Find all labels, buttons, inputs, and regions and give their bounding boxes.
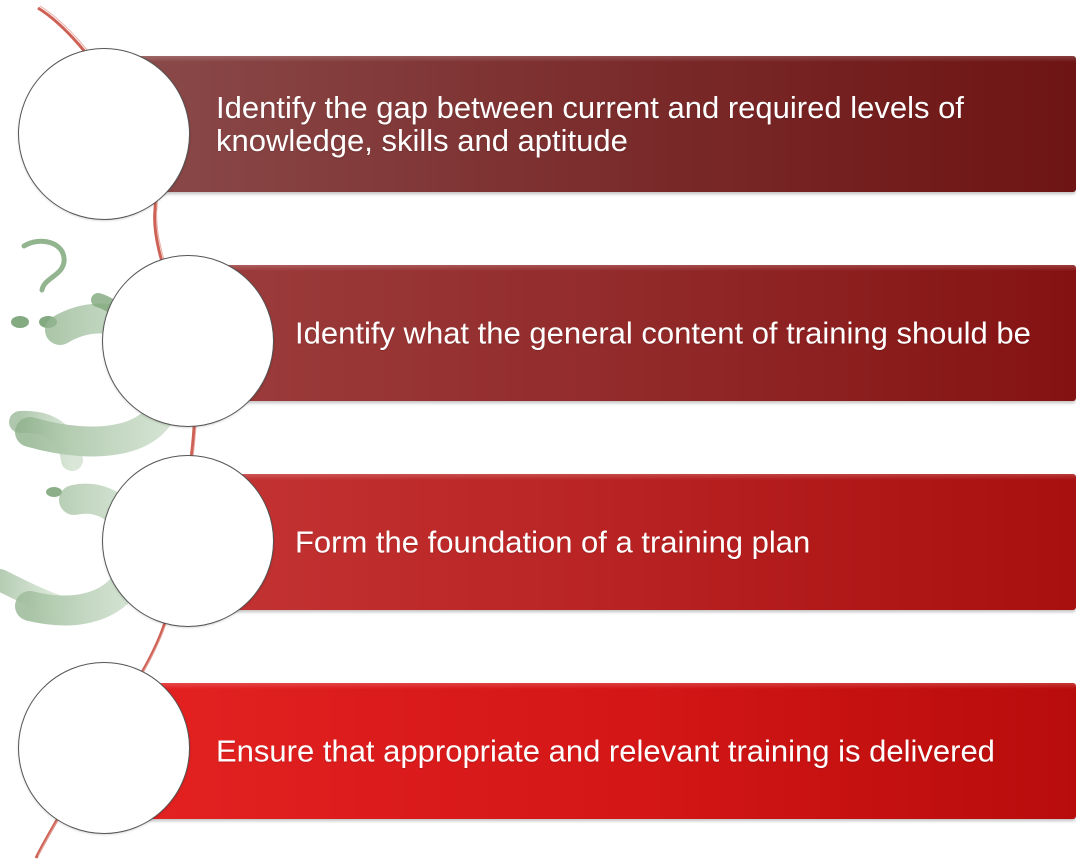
- step-bar-3: Form the foundation of a training plan: [190, 474, 1076, 610]
- step-circle-2: [102, 255, 274, 427]
- step-circle-1: [18, 48, 190, 220]
- step-text-4: Ensure that appropriate and relevant tra…: [216, 733, 995, 769]
- step-bar-4: Ensure that appropriate and relevant tra…: [110, 683, 1076, 819]
- step-bar-1: Identify the gap between current and req…: [110, 56, 1076, 192]
- step-text-1: Identify the gap between current and req…: [216, 90, 964, 158]
- step-bar-2: Identify what the general content of tra…: [190, 265, 1076, 401]
- step-circle-4: [18, 662, 190, 834]
- step-text-3: Form the foundation of a training plan: [295, 524, 811, 560]
- step-circle-3: [102, 455, 274, 627]
- step-text-2: Identify what the general content of tra…: [295, 315, 1031, 351]
